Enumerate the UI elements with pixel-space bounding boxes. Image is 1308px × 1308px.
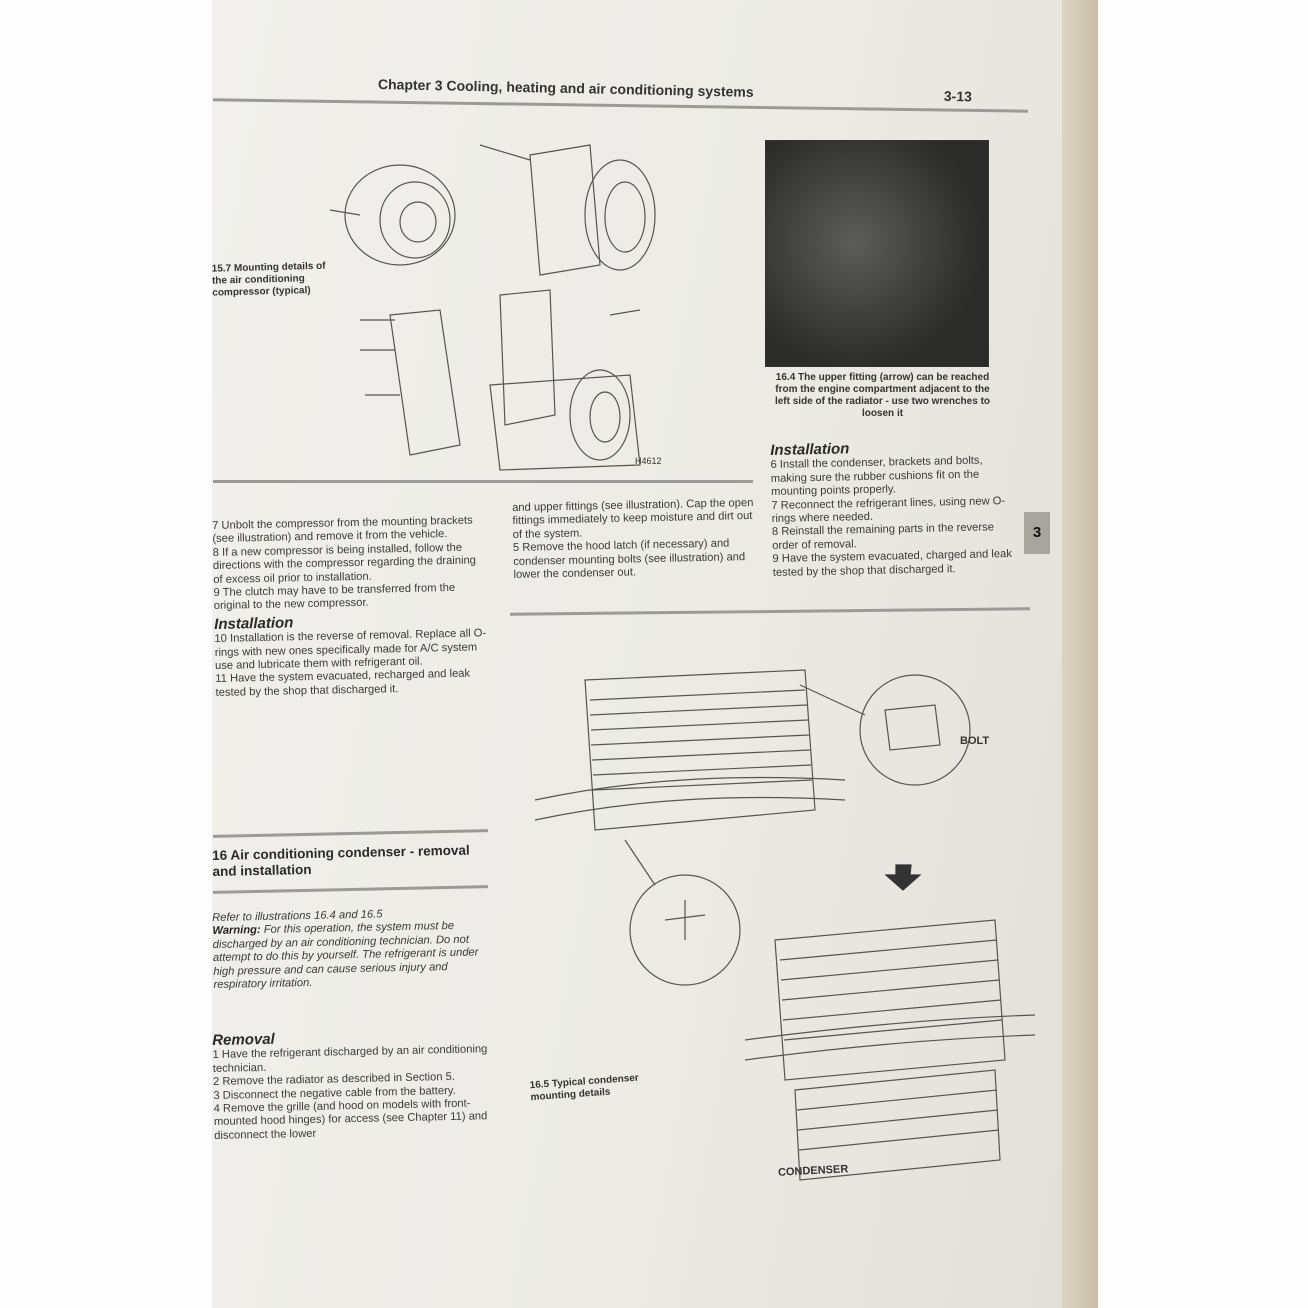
- continued-step-4: and upper fittings (see illustration). C…: [512, 496, 754, 541]
- removal-text: Removal 1 Have the refrigerant discharge…: [212, 1024, 499, 1143]
- middle-column-text: and upper fittings (see illustration). C…: [512, 497, 764, 583]
- figure-rule: [213, 480, 753, 483]
- step-8-left: 8 If a new compressor is being installed…: [212, 541, 477, 586]
- bolt-label: BOLT: [960, 735, 990, 747]
- chapter-tab: 3: [1024, 512, 1050, 554]
- step-11: 11 Have the system evacuated, recharged …: [215, 668, 471, 699]
- step-9: 9 Have the system evacuated, charged and…: [772, 548, 1013, 579]
- condenser-mounting-illustration: [534, 669, 1035, 1181]
- figure-code: H4612: [635, 456, 662, 466]
- page-number: 3-13: [943, 87, 973, 105]
- step-10: 10 Installation is the reverse of remova…: [214, 627, 487, 673]
- removal-step-4: 4 Remove the grille (and hood on models …: [213, 1097, 488, 1142]
- section-16-text: Refer to illustrations 16.4 and 16.5 War…: [212, 906, 496, 992]
- figure-caption-16-4: 16.4 The upper fitting (arrow) can be re…: [774, 372, 991, 419]
- figure-caption-15-7: 15.7 Mounting details of the air conditi…: [211, 260, 326, 299]
- step-6: 6 Install the condenser, brackets and bo…: [770, 454, 983, 499]
- section-16-title: 16 Air conditioning condenser - removal …: [212, 842, 470, 879]
- right-column-text: Installation 6 Install the condenser, br…: [770, 435, 1023, 580]
- warning-label: Warning:: [212, 924, 261, 938]
- engine-compartment-photo: [765, 140, 989, 367]
- step-5: 5 Remove the hood latch (if necessary) a…: [512, 537, 746, 582]
- left-column-text: 7 Unbolt the compressor from the mountin…: [212, 514, 491, 700]
- compressor-mounting-illustration: [329, 144, 656, 471]
- step-9-left: 9 The clutch may have to be transferred …: [213, 581, 456, 613]
